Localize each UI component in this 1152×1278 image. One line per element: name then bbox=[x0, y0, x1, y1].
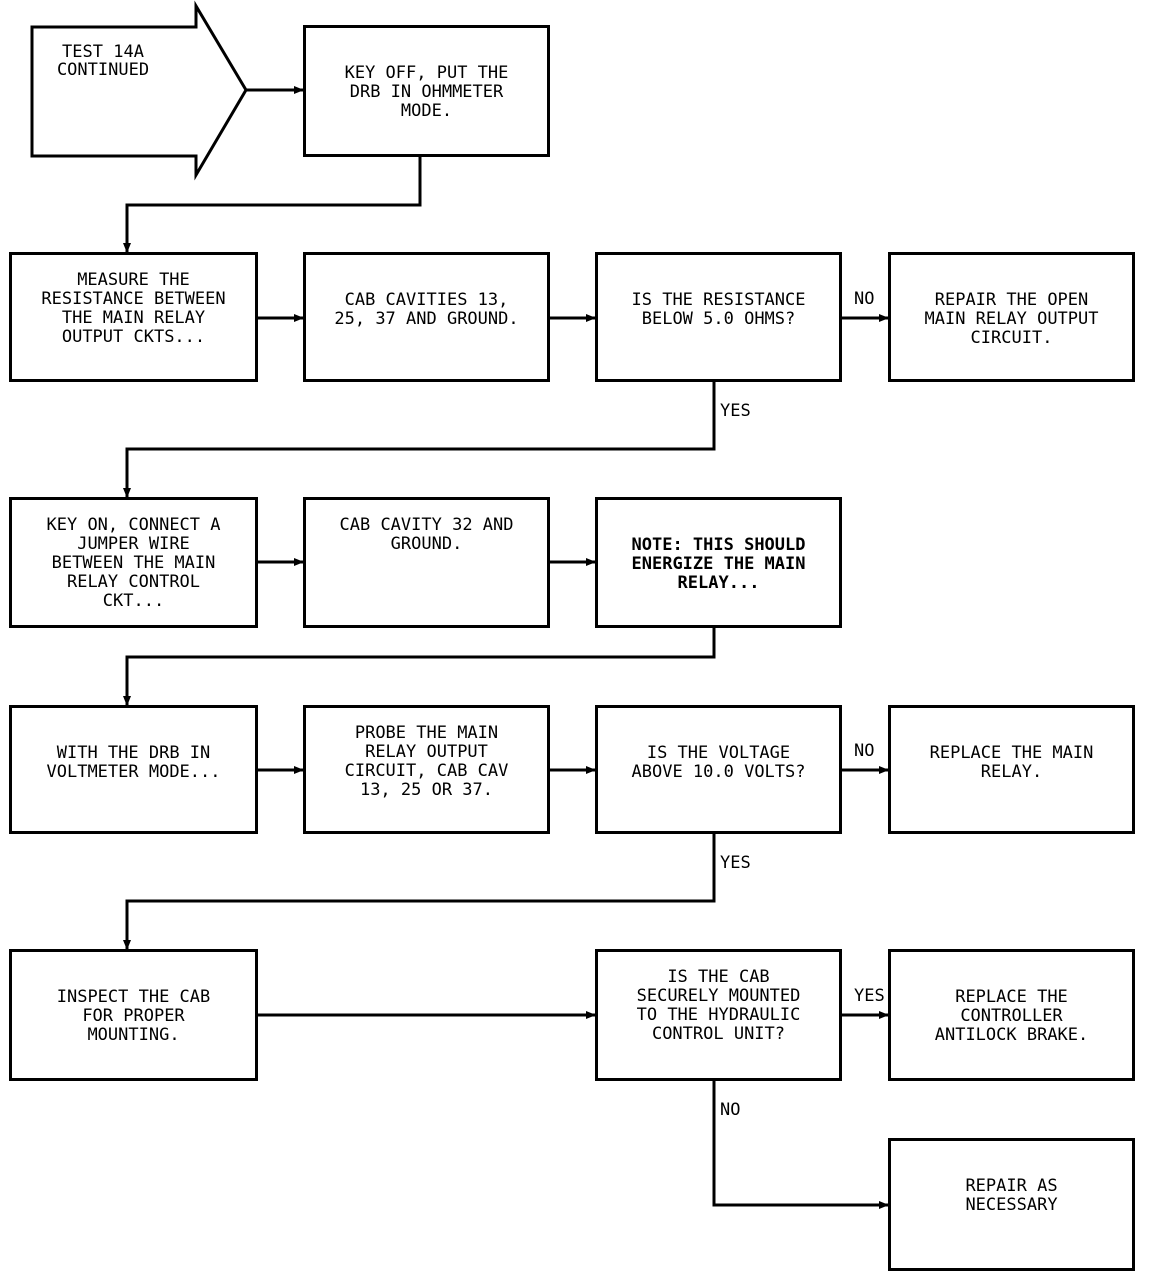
result-replace-main-relay: REPLACE THE MAIN RELAY. bbox=[888, 705, 1135, 834]
connector-voltage-yes bbox=[123, 834, 716, 950]
label-resistance-no: NO bbox=[854, 289, 875, 309]
label-resistance-yes: YES bbox=[720, 401, 751, 421]
label-mounted-yes: YES bbox=[854, 986, 885, 1006]
label-mounted-no: NO bbox=[720, 1100, 741, 1120]
step-key-on-jumper: KEY ON, CONNECT A JUMPER WIRE BETWEEN TH… bbox=[9, 497, 258, 628]
decision-voltage: IS THE VOLTAGE ABOVE 10.0 VOLTS? bbox=[595, 705, 842, 834]
step-measure-resistance: MEASURE THE RESISTANCE BETWEEN THE MAIN … bbox=[9, 252, 258, 382]
label-voltage-no: NO bbox=[854, 741, 875, 761]
step-key-off: KEY OFF, PUT THE DRB IN OHMMETER MODE. bbox=[303, 25, 550, 157]
step-inspect-cab: INSPECT THE CAB FOR PROPER MOUNTING. bbox=[9, 949, 258, 1081]
connector-note-to-voltmeter bbox=[123, 628, 716, 706]
result-replace-controller: REPLACE THE CONTROLLER ANTILOCK BRAKE. bbox=[888, 949, 1135, 1081]
step-cab-cavity-32: CAB CAVITY 32 AND GROUND. bbox=[303, 497, 550, 628]
decision-cab-mounted: IS THE CAB SECURELY MOUNTED TO THE HYDRA… bbox=[595, 949, 842, 1081]
label-voltage-yes: YES bbox=[720, 853, 751, 873]
connector-resistance-yes bbox=[123, 382, 716, 498]
connector-mounted-no bbox=[712, 1081, 889, 1209]
decision-resistance: IS THE RESISTANCE BELOW 5.0 OHMS? bbox=[595, 252, 842, 382]
start-label: TEST 14A CONTINUED bbox=[56, 42, 150, 80]
result-repair-open-circuit: REPAIR THE OPEN MAIN RELAY OUTPUT CIRCUI… bbox=[888, 252, 1135, 382]
step-cab-cavities: CAB CAVITIES 13, 25, 37 AND GROUND. bbox=[303, 252, 550, 382]
step-voltmeter-mode: WITH THE DRB IN VOLTMETER MODE... bbox=[9, 705, 258, 834]
connector-keyoff-to-measure bbox=[123, 157, 422, 253]
result-repair-as-necessary: REPAIR AS NECESSARY bbox=[888, 1138, 1135, 1271]
note-energize-relay: NOTE: THIS SHOULD ENERGIZE THE MAIN RELA… bbox=[595, 497, 842, 628]
start-arrow-shape bbox=[30, 0, 248, 181]
step-probe-relay-output: PROBE THE MAIN RELAY OUTPUT CIRCUIT, CAB… bbox=[303, 705, 550, 834]
